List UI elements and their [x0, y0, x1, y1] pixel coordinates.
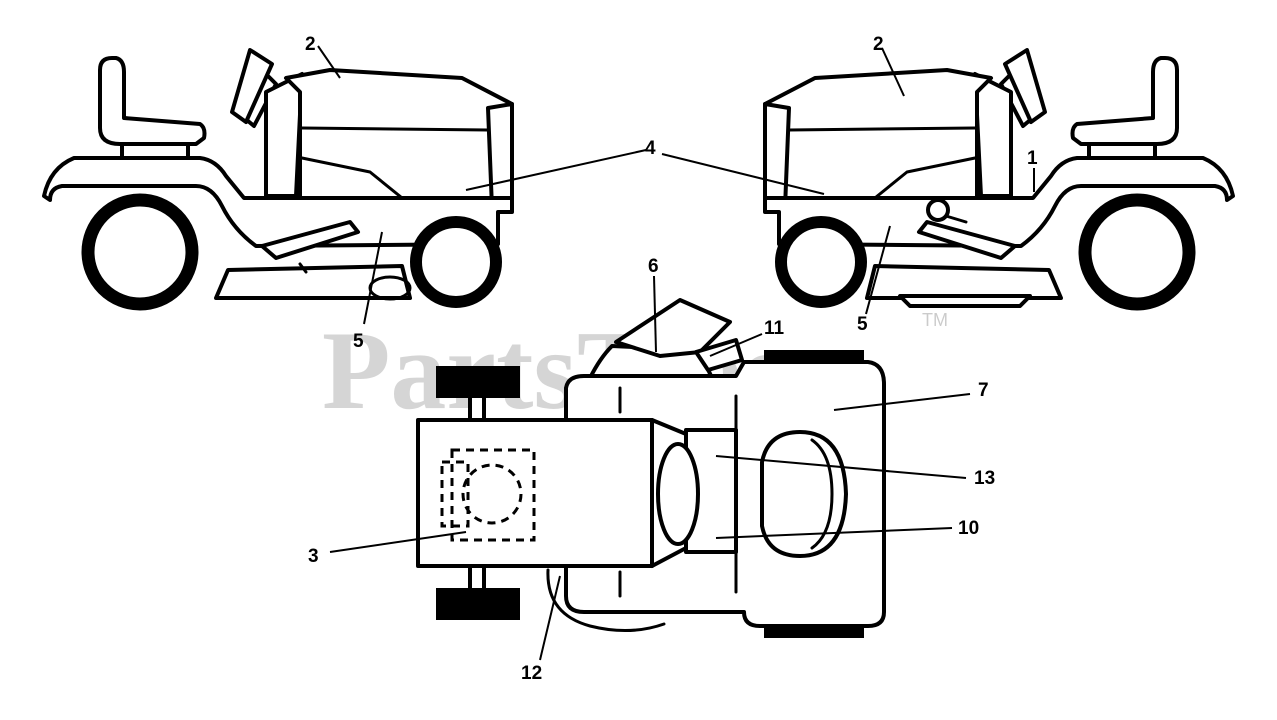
top-view-tractor: [416, 298, 886, 638]
callout-5-right: 5: [857, 314, 868, 335]
callout-5-left: 5: [353, 331, 364, 352]
callout-7: 7: [978, 380, 989, 401]
right-tractor-side-view: [763, 48, 1235, 311]
callout-13: 13: [974, 468, 995, 489]
callout-2-left: 2: [305, 34, 316, 55]
callout-6: 6: [648, 256, 659, 277]
left-tractor-side-view: [42, 48, 514, 311]
callout-11: 11: [764, 318, 785, 339]
callout-3: 3: [308, 546, 319, 567]
callout-labels: 2 2 4 1 5 5 6 11 7 13 10 3 12: [305, 34, 1038, 684]
callout-10: 10: [958, 518, 979, 539]
watermark-trademark: TM: [922, 310, 948, 330]
leader-lines: [317, 45, 1035, 661]
callout-12: 12: [521, 663, 542, 684]
callout-4: 4: [645, 138, 656, 159]
callout-2-right: 2: [873, 34, 884, 55]
callout-1: 1: [1027, 148, 1038, 169]
